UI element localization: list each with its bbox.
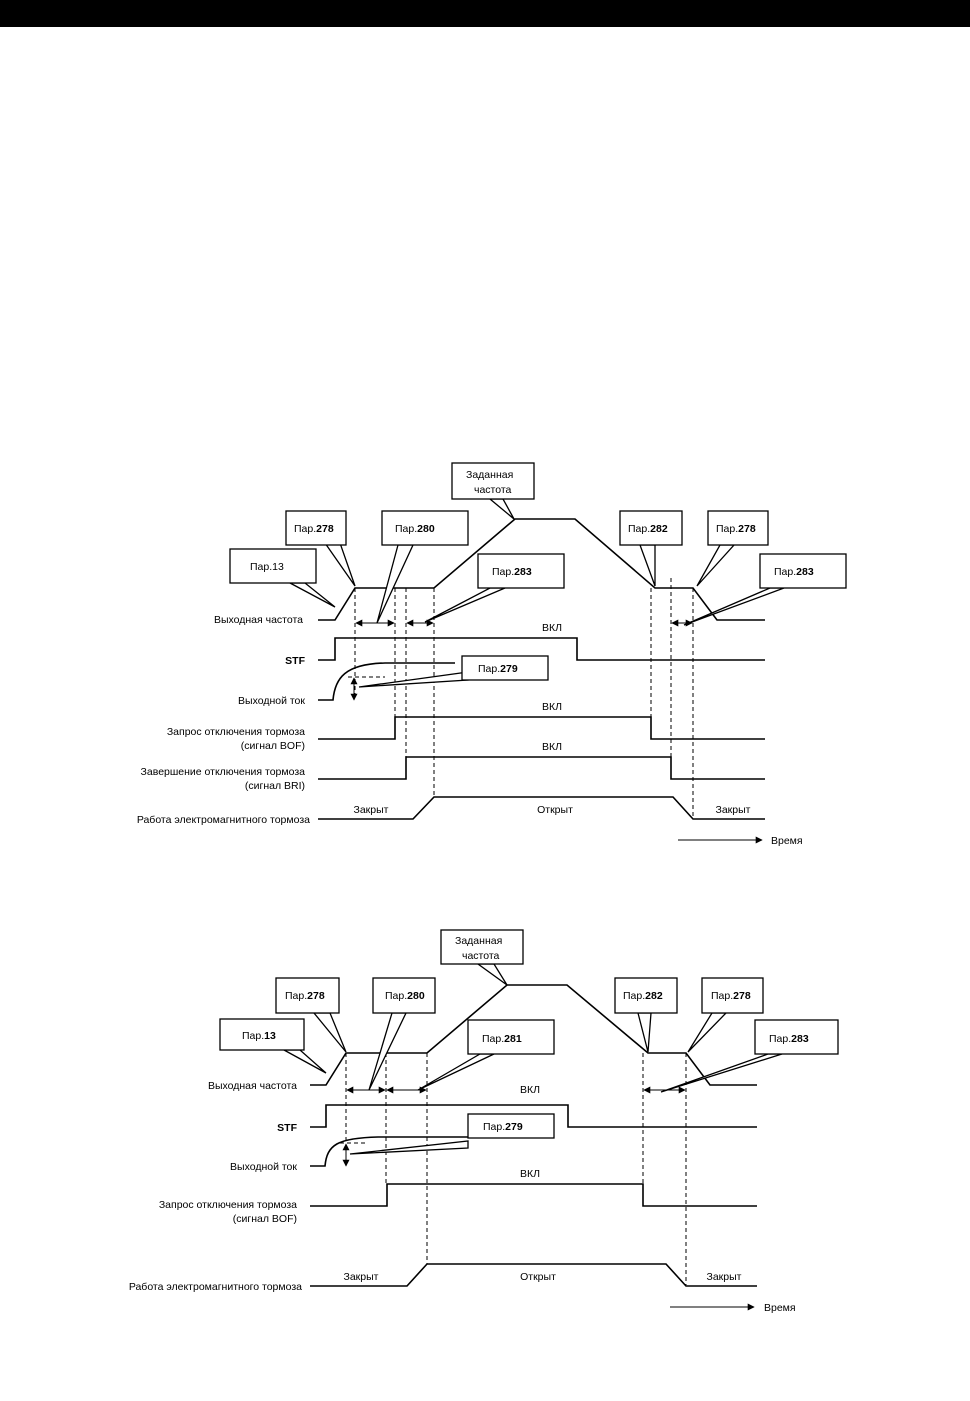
callout-par283: Пар.283 bbox=[492, 566, 532, 578]
output-frequency-waveform-2 bbox=[310, 984, 757, 1086]
stf-waveform-2 bbox=[310, 1104, 757, 1128]
signal-bri-line1: Завершение отключения тормоза bbox=[141, 766, 306, 778]
callout-target-frequency-2: частота bbox=[474, 484, 512, 496]
callout-target-frequency-2b: частота bbox=[462, 950, 500, 962]
callout-target-frequency-1: Заданная bbox=[466, 469, 513, 481]
callout-par13: Пар.13 bbox=[250, 561, 284, 573]
callout-par13-2: Пар.13 bbox=[242, 1030, 276, 1042]
callout-par278-2: Пар.278 bbox=[285, 990, 325, 1002]
brake-waveform bbox=[318, 796, 765, 820]
signal-bri-line2: (сигнал BRI) bbox=[245, 780, 305, 792]
callout-target-frequency-2a: Заданная bbox=[455, 935, 502, 947]
signal-stf-2: STF bbox=[277, 1122, 297, 1134]
state-brake-open-2: Открыт bbox=[520, 1271, 556, 1283]
state-brake-closed-right-2: Закрыт bbox=[707, 1271, 742, 1283]
time-axis-label: Время bbox=[771, 835, 803, 847]
brake-waveform-2 bbox=[310, 1263, 757, 1287]
callout-par281-2: Пар.281 bbox=[482, 1033, 522, 1045]
signal-brake-operation-2: Работа электромагнитного тормоза bbox=[129, 1281, 302, 1293]
signal-bof-line1: Запрос отключения тормоза bbox=[167, 726, 305, 738]
callout-par282-2: Пар.282 bbox=[623, 990, 663, 1002]
output-current-waveform-2 bbox=[310, 1136, 470, 1167]
bof-waveform-2 bbox=[310, 1183, 757, 1207]
signal-output-frequency: Выходная частота bbox=[214, 614, 303, 626]
timing-diagram-1: Пар.13 Пар.278 Пар.280 Пар.283 Заданная … bbox=[137, 462, 847, 847]
time-axis-label-2: Время bbox=[764, 1302, 796, 1314]
signal-output-current: Выходной ток bbox=[238, 695, 305, 707]
state-bof-on: ВКЛ bbox=[542, 701, 562, 713]
state-brake-open: Открыт bbox=[537, 804, 573, 816]
bof-waveform bbox=[318, 716, 765, 740]
page-header-bar bbox=[0, 0, 970, 27]
signal-output-frequency-2: Выходная частота bbox=[208, 1080, 297, 1092]
state-brake-closed-left-2: Закрыт bbox=[344, 1271, 379, 1283]
state-stf-on-2: ВКЛ bbox=[520, 1084, 540, 1096]
state-bof-on-2: ВКЛ bbox=[520, 1168, 540, 1180]
callout-par278: Пар.278 bbox=[294, 523, 334, 535]
state-brake-closed-left: Закрыт bbox=[354, 804, 389, 816]
bri-waveform bbox=[318, 756, 765, 780]
signal-bof-line2: (сигнал BOF) bbox=[241, 740, 305, 752]
callout-par283-2: Пар.283 bbox=[769, 1033, 809, 1045]
stf-waveform bbox=[318, 637, 765, 661]
state-brake-closed-right: Закрыт bbox=[716, 804, 751, 816]
state-stf-on: ВКЛ bbox=[542, 622, 562, 634]
signal-brake-operation: Работа электромагнитного тормоза bbox=[137, 814, 310, 826]
signal-bof-line1-2: Запрос отключения тормоза bbox=[159, 1199, 297, 1211]
timing-diagram-2: Пар.13 Пар.278 Пар.280 Пар.281 Заданная … bbox=[129, 929, 839, 1314]
callout-par278-right-2: Пар.278 bbox=[711, 990, 751, 1002]
callout-par283-right: Пар.283 bbox=[774, 566, 814, 578]
callout-par279-2: Пар.279 bbox=[483, 1121, 523, 1133]
callout-par278-right: Пар.278 bbox=[716, 523, 756, 535]
signal-output-current-2: Выходной ток bbox=[230, 1161, 297, 1173]
callout-par279: Пар.279 bbox=[478, 663, 518, 675]
state-bri-on: ВКЛ bbox=[542, 741, 562, 753]
output-current-waveform bbox=[318, 662, 455, 701]
signal-stf: STF bbox=[285, 655, 305, 667]
signal-bof-line2-2: (сигнал BOF) bbox=[233, 1213, 297, 1225]
output-frequency-waveform bbox=[318, 518, 765, 621]
callout-par280-2: Пар.280 bbox=[385, 990, 425, 1002]
callout-par280: Пар.280 bbox=[395, 523, 435, 535]
callout-par282: Пар.282 bbox=[628, 523, 668, 535]
